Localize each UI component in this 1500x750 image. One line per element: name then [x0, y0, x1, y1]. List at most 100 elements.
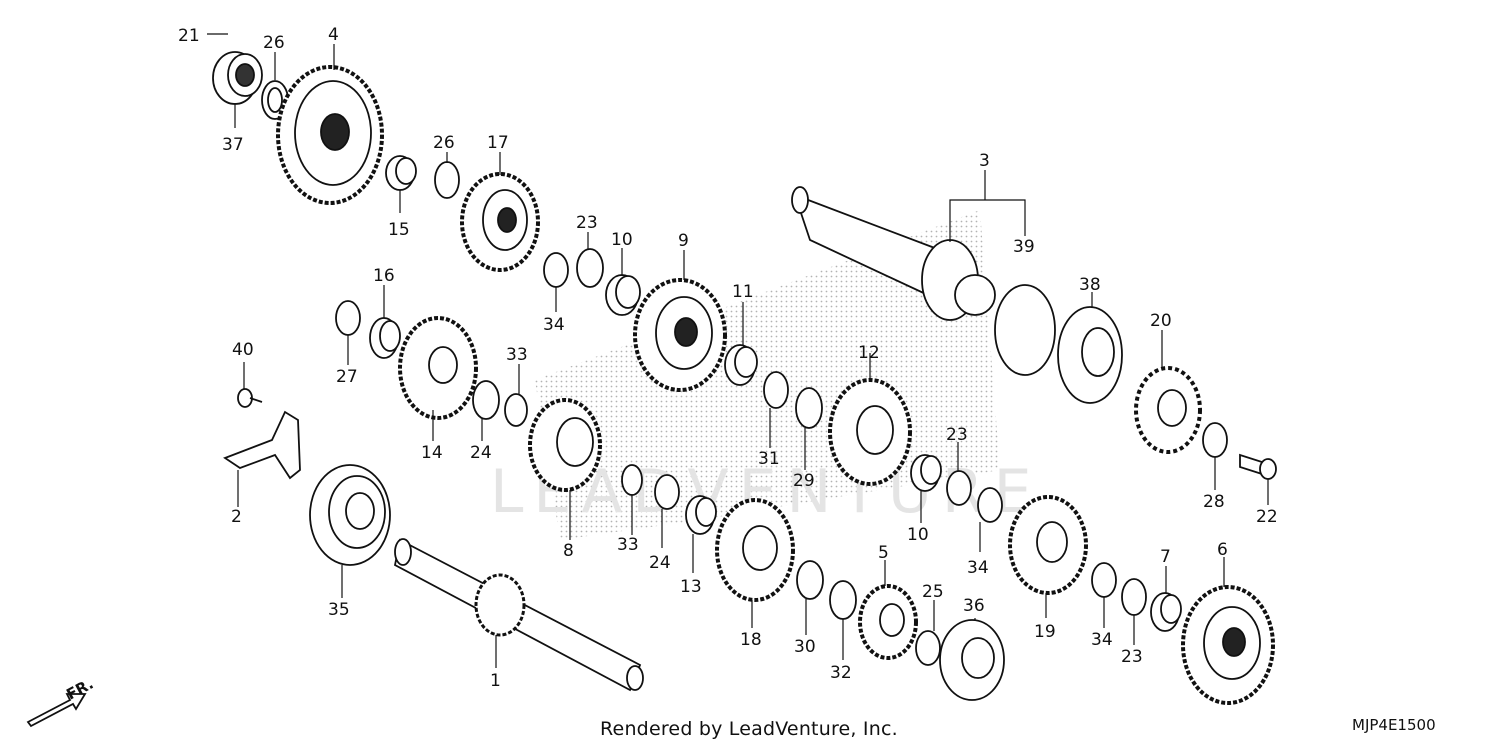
part-40-bolt[interactable]	[237, 388, 263, 408]
callout-38: 38	[1079, 275, 1101, 295]
part-26-washer-b[interactable]	[434, 161, 460, 199]
callout-26: 26	[263, 33, 285, 53]
part-33-clip-b[interactable]	[621, 464, 643, 496]
part-1-mainshaft[interactable]	[393, 538, 644, 692]
part-34-clip-c[interactable]	[1091, 562, 1117, 598]
part-23-washer[interactable]	[576, 248, 604, 288]
callout-8: 8	[563, 541, 574, 561]
part-32-clip[interactable]	[829, 580, 857, 620]
part-12-gear[interactable]	[828, 378, 912, 486]
callout-7: 7	[1160, 547, 1171, 567]
callout-22: 22	[1256, 507, 1278, 527]
diagram-code: MJP4E1500	[1352, 716, 1436, 734]
part-35-bearing[interactable]	[309, 464, 391, 566]
callout-28: 28	[1203, 492, 1225, 512]
callout-13: 13	[680, 577, 702, 597]
part-3-countershaft[interactable]	[791, 186, 996, 321]
part-29-washer[interactable]	[795, 387, 823, 429]
callout-23b: 23	[946, 425, 968, 445]
part-22-bolt[interactable]	[1239, 453, 1277, 480]
callout-4: 4	[328, 25, 339, 45]
part-9-gear[interactable]	[633, 278, 727, 392]
part-11-bush[interactable]	[724, 344, 758, 386]
callout-12: 12	[858, 343, 880, 363]
callout-11: 11	[732, 282, 754, 302]
part-34-clip[interactable]	[543, 252, 569, 288]
callout-19: 19	[1034, 622, 1056, 642]
callout-5: 5	[878, 543, 889, 563]
part-19-gear[interactable]	[1008, 495, 1088, 595]
callout-35: 35	[328, 600, 350, 620]
callout-15: 15	[388, 220, 410, 240]
part-14-gear[interactable]	[398, 316, 478, 420]
callout-1: 1	[490, 671, 501, 691]
callout-labels: 21 26 4 37 15 26 17 23 10 34 9 3 39 38 2…	[178, 25, 1278, 691]
callout-25: 25	[922, 582, 944, 602]
callout-34: 34	[543, 315, 565, 335]
part-37-bearing[interactable]	[212, 51, 263, 105]
part-20-sprocket[interactable]	[1134, 366, 1202, 454]
part-39-o-ring[interactable]	[994, 284, 1056, 376]
callout-34c: 34	[1091, 630, 1113, 650]
part-18-gear[interactable]	[715, 498, 795, 602]
part-6-gear[interactable]	[1181, 585, 1275, 705]
callout-33b: 33	[617, 535, 639, 555]
callout-23: 23	[576, 213, 598, 233]
rendered-by-credit: Rendered by LeadVenture, Inc.	[600, 718, 898, 740]
callout-6: 6	[1217, 540, 1228, 560]
part-5-gear[interactable]	[858, 584, 918, 660]
direction-label: FR.	[63, 675, 96, 704]
callout-29: 29	[793, 471, 815, 491]
callout-24: 24	[470, 443, 492, 463]
part-10-bush[interactable]	[605, 274, 641, 316]
callout-17: 17	[487, 133, 509, 153]
part-15-bush[interactable]	[385, 155, 417, 191]
part-4-gear[interactable]	[276, 65, 384, 205]
callout-14: 14	[421, 443, 443, 463]
part-10-bush-b[interactable]	[910, 454, 942, 492]
callout-39: 39	[1013, 237, 1035, 257]
callout-34b: 34	[967, 558, 989, 578]
callout-20: 20	[1150, 311, 1172, 331]
callout-33: 33	[506, 345, 528, 365]
callout-3: 3	[979, 151, 990, 171]
callout-26b: 26	[433, 133, 455, 153]
callout-31: 31	[758, 449, 780, 469]
part-16-bush[interactable]	[369, 317, 401, 359]
front-direction-arrow: FR.	[26, 675, 96, 728]
part-34-clip-b[interactable]	[977, 487, 1003, 523]
part-17-gear[interactable]	[460, 172, 540, 272]
callout-10b: 10	[907, 525, 929, 545]
callout-32: 32	[830, 663, 852, 683]
callout-24b: 24	[649, 553, 671, 573]
callout-21: 21	[178, 26, 200, 46]
callout-27: 27	[336, 367, 358, 387]
callout-16: 16	[373, 266, 395, 286]
part-13-bearing[interactable]	[685, 495, 717, 535]
callout-9: 9	[678, 231, 689, 251]
part-24-washer-b[interactable]	[654, 474, 680, 510]
callout-40: 40	[232, 340, 254, 360]
part-36-bearing[interactable]	[939, 619, 1005, 701]
part-33-clip[interactable]	[504, 393, 528, 427]
part-25-washer[interactable]	[915, 630, 941, 666]
callout-10: 10	[611, 230, 633, 250]
callout-30: 30	[794, 637, 816, 657]
part-27-clip[interactable]	[335, 300, 361, 336]
part-8-gear[interactable]	[528, 398, 602, 492]
part-23-washer-c[interactable]	[1121, 578, 1147, 616]
callout-37: 37	[222, 135, 244, 155]
part-23-washer-b[interactable]	[946, 470, 972, 506]
callout-18: 18	[740, 630, 762, 650]
part-24-washer[interactable]	[472, 380, 500, 420]
part-28-washer[interactable]	[1202, 422, 1228, 458]
part-2-plate[interactable]	[223, 410, 301, 480]
part-30-washer[interactable]	[796, 560, 824, 600]
part-38-seal[interactable]	[1057, 306, 1123, 404]
callout-2: 2	[231, 507, 242, 527]
part-31-clip[interactable]	[763, 371, 789, 409]
callout-36: 36	[963, 596, 985, 616]
part-7-bush[interactable]	[1150, 592, 1182, 632]
callout-23c: 23	[1121, 647, 1143, 667]
